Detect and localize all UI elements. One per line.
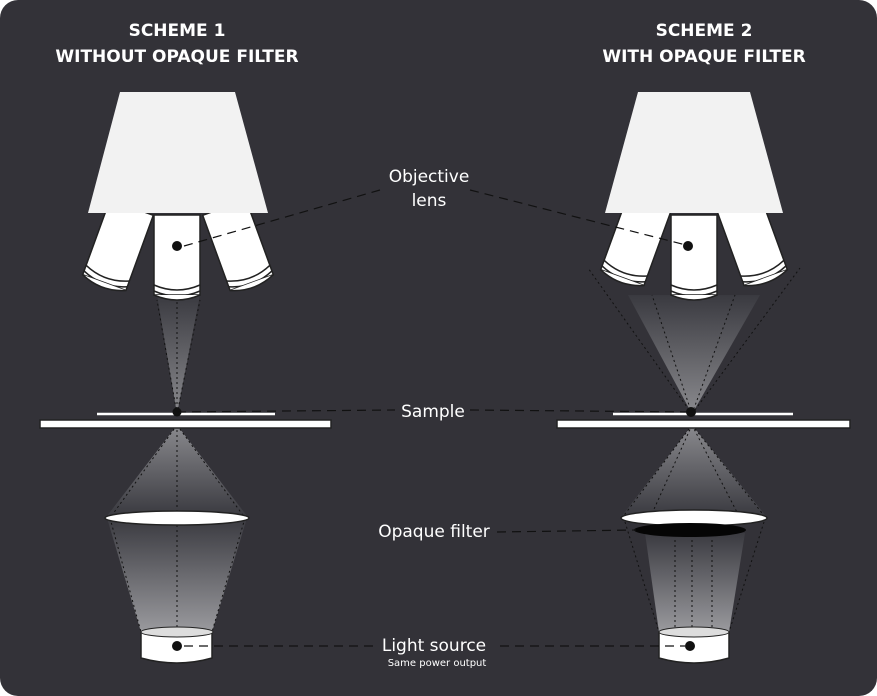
objective-lens-label-2: lens bbox=[412, 191, 447, 211]
scheme-1-title: SCHEME 1 bbox=[129, 21, 226, 41]
objective-lens-label: Objective bbox=[389, 167, 470, 187]
sample-label: Sample bbox=[401, 402, 465, 422]
light-source-1 bbox=[140, 626, 214, 638]
light-beam bbox=[645, 533, 745, 632]
sample-stage bbox=[39, 419, 332, 429]
scheme-2 bbox=[556, 92, 851, 664]
opaque-filter bbox=[634, 523, 746, 537]
light-source-label: Light source bbox=[382, 636, 486, 656]
collected-light-cone bbox=[628, 295, 760, 414]
scheme-2-title: SCHEME 2 bbox=[656, 21, 753, 41]
opaque-filter-label: Opaque filter bbox=[378, 522, 490, 542]
collected-light-cone bbox=[157, 295, 200, 414]
scheme-1-subtitle: WITHOUT OPAQUE FILTER bbox=[55, 47, 298, 67]
light-source-note: Same power output bbox=[388, 658, 487, 669]
sample-stage bbox=[556, 419, 851, 429]
scheme-2-subtitle: WITH OPAQUE FILTER bbox=[602, 47, 805, 67]
illumination-cone bbox=[622, 425, 766, 516]
condenser-lens bbox=[104, 510, 250, 526]
objective-body bbox=[605, 92, 783, 213]
focus-dot bbox=[172, 241, 182, 251]
objective-body bbox=[88, 92, 268, 213]
light-source-2 bbox=[658, 626, 730, 638]
scheme-1 bbox=[39, 92, 332, 664]
